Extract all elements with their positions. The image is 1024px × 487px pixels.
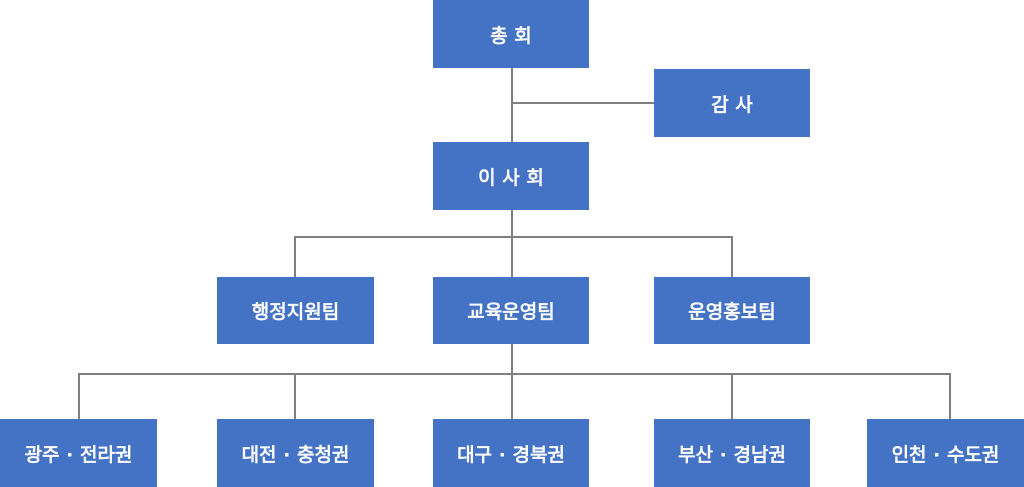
connector-to-region-5 bbox=[949, 373, 951, 419]
connector-to-pr-team bbox=[731, 236, 733, 277]
board-node: 이 사 회 bbox=[433, 142, 589, 210]
region-gwangju-jeolla-node: 광주 · 전라권 bbox=[0, 419, 157, 487]
connector-regions-horizontal bbox=[78, 373, 951, 375]
connector-to-region-2 bbox=[294, 373, 296, 419]
general-assembly-node: 총 회 bbox=[433, 0, 589, 68]
connector-to-region-1 bbox=[78, 373, 80, 419]
region-daejeon-chungcheong-node: 대전 · 충청권 bbox=[217, 419, 374, 487]
connector-teams-horizontal bbox=[294, 236, 733, 238]
region-incheon-sudo-node: 인천 · 수도권 bbox=[867, 419, 1024, 487]
connector-education-to-regions-vertical bbox=[511, 344, 513, 419]
connector-assembly-to-board bbox=[511, 68, 513, 142]
connector-to-auditor bbox=[511, 102, 654, 104]
auditor-node: 감 사 bbox=[654, 69, 810, 137]
connector-board-to-teams-vertical bbox=[511, 209, 513, 277]
admin-support-team-node: 행정지원팀 bbox=[217, 277, 374, 344]
connector-to-region-4 bbox=[731, 373, 733, 419]
education-operations-team-node: 교육운영팀 bbox=[433, 277, 589, 344]
region-daegu-gyeongbuk-node: 대구 · 경북권 bbox=[433, 419, 589, 487]
operations-pr-team-node: 운영홍보팀 bbox=[654, 277, 810, 344]
region-busan-gyeongnam-node: 부산 · 경남권 bbox=[654, 419, 810, 487]
connector-to-admin-team bbox=[294, 236, 296, 277]
